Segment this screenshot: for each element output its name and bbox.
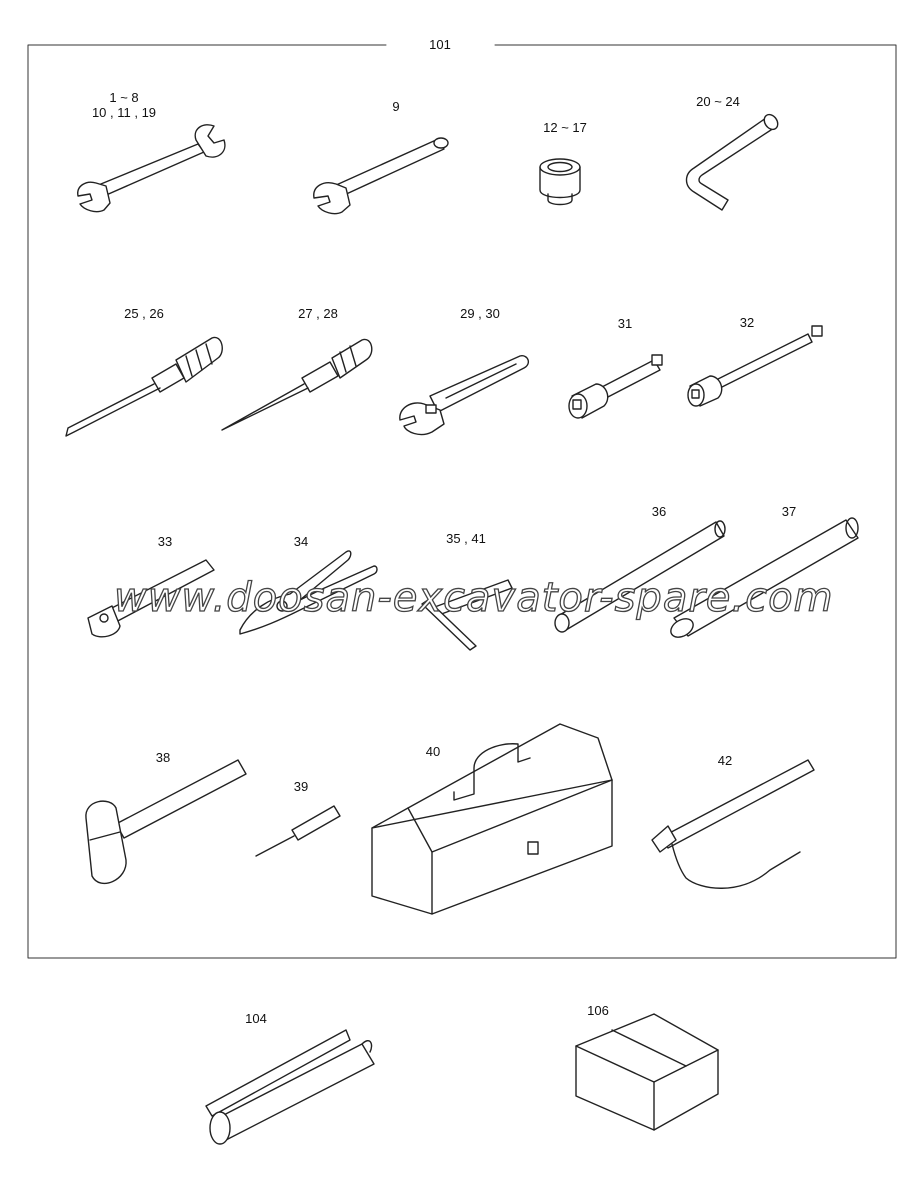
open-end-wrench-drawing — [77, 124, 226, 213]
callout-label: 39 — [293, 779, 309, 794]
callout-label: 9 — [392, 99, 400, 114]
callout-label: 20 ~ 24 — [696, 94, 740, 109]
oval-pipe-drawing — [670, 517, 859, 638]
callout-label: 34 — [293, 534, 309, 549]
callout-label: 37 — [781, 504, 797, 519]
callout-label: 35 , 41 — [446, 531, 486, 546]
short-extension-drawing — [568, 354, 663, 419]
adjustable-wrench-drawing — [399, 355, 530, 436]
callout-label: 38 — [155, 750, 171, 765]
callout-label: 31 — [617, 316, 633, 331]
callout-label: 106 — [587, 1003, 609, 1018]
tool-box-drawing — [371, 723, 613, 915]
callout-label: 1 ~ 8 10 , 11 , 19 — [91, 90, 157, 120]
chain-wrench-drawing — [651, 759, 815, 889]
socket-drawing — [539, 158, 581, 206]
small-screwdriver-drawing — [255, 805, 341, 857]
watermark-text: www.doosan-excavator-spare.com — [113, 574, 834, 621]
callout-label: 25 , 26 — [124, 306, 164, 321]
callout-label: 32 — [739, 315, 755, 330]
group-label-101: 101 — [429, 37, 451, 52]
round-pipe-drawing — [554, 520, 726, 633]
callout-label: 27 , 28 — [298, 306, 338, 321]
hammer-drawing — [85, 759, 247, 885]
open-end-wrench-9-drawing — [313, 137, 449, 215]
callout-label: 29 , 30 — [460, 306, 500, 321]
hex-key-drawing — [685, 113, 779, 211]
t-handle-drawing — [421, 579, 513, 651]
group-frame — [27, 44, 897, 959]
carton-box-drawing — [575, 1013, 719, 1131]
callout-label: 42 — [717, 753, 733, 768]
flat-screwdriver-drawing — [65, 336, 223, 437]
callout-label: 40 — [425, 744, 441, 759]
long-extension-drawing — [687, 325, 823, 407]
callout-label: 12 ~ 17 — [543, 120, 587, 135]
pliers-drawing — [239, 550, 378, 635]
callout-label: 36 — [651, 504, 667, 519]
callout-label: 104 — [245, 1011, 267, 1026]
cross-screwdriver-drawing — [221, 338, 373, 431]
ratchet-drawing — [87, 559, 215, 638]
grease-gun-drawing — [205, 1029, 375, 1145]
callout-label: 33 — [157, 534, 173, 549]
